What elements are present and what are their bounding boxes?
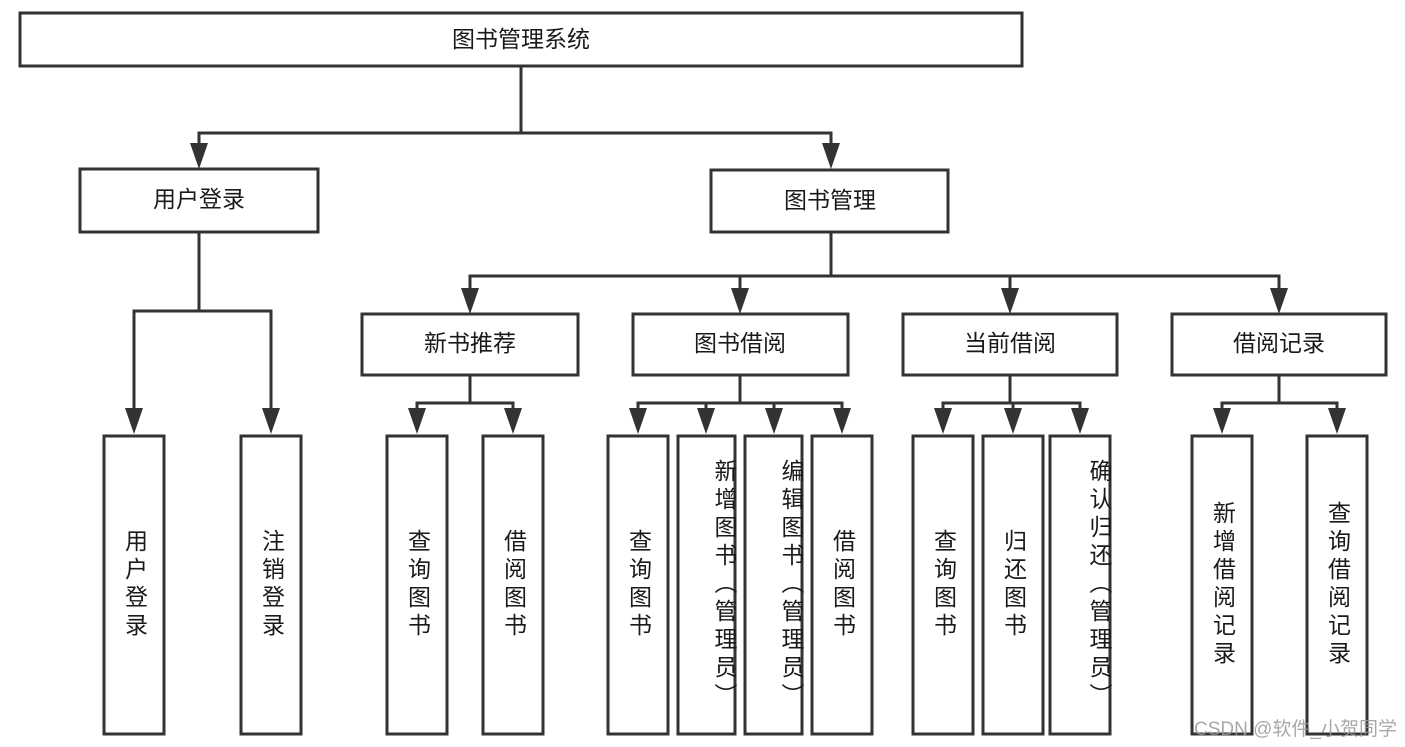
arrow-head-new-book-rec [461, 288, 479, 314]
label-book-manage: 图书管理 [784, 187, 876, 213]
arrow-head-leaf-query-book-2 [629, 408, 647, 434]
node-box-leaf-user-login[interactable] [102, 434, 166, 736]
arrow-head-leaf-borrow-book-2 [833, 408, 851, 434]
label-book-borrow: 图书借阅 [694, 330, 786, 356]
node-box-leaf-logout[interactable] [239, 434, 303, 736]
node-box-root[interactable] [18, 11, 1024, 68]
connectors-user-login-to-leaves [125, 230, 280, 434]
arrow-head-leaf-edit-book [765, 408, 783, 434]
arrow-head-user-login [190, 143, 208, 169]
node-box-leaf-borrow-book-1[interactable] [481, 434, 545, 736]
arrow-head-leaf-confirm-return [1071, 408, 1089, 434]
node-box-leaf-confirm-return[interactable] [1048, 434, 1112, 736]
arrow-head-book-borrow [731, 288, 749, 314]
connectors-borrow-record-to-leaves [1213, 373, 1346, 434]
arrow-head-leaf-query-book-3 [934, 408, 952, 434]
arrow-head-current-borrow [1001, 288, 1019, 314]
label-current-borrow: 当前借阅 [964, 330, 1056, 356]
watermark-text: CSDN @软件_小贺同学 [1194, 719, 1397, 740]
arrow-head-book-manage [822, 143, 840, 169]
node-box-leaf-query-book-2[interactable] [606, 434, 670, 736]
node-box-leaf-borrow-book-2[interactable] [810, 434, 874, 736]
arrow-head-leaf-add-book [697, 408, 715, 434]
connectors-new-book-rec-to-leaves [408, 373, 522, 434]
label-new-book-rec: 新书推荐 [424, 330, 516, 356]
connectors-book-manage-to-level3 [461, 230, 1288, 314]
label-user-login: 用户登录 [153, 186, 245, 212]
arrow-head-borrow-record [1270, 288, 1288, 314]
node-box-leaf-add-book[interactable] [676, 434, 737, 736]
arrow-head-leaf-query-record [1328, 408, 1346, 434]
node-labels-horizontal: 图书管理系统 用户登录 图书管理 新书推荐 图书借阅 当前借阅 借阅记录 [153, 26, 1325, 356]
arrow-head-leaf-return-book [1004, 408, 1022, 434]
connectors-current-borrow-to-leaves [934, 373, 1089, 434]
node-boxes [18, 11, 1388, 736]
label-borrow-record: 借阅记录 [1233, 330, 1325, 356]
arrow-head-leaf-query-book-1 [408, 408, 426, 434]
node-box-leaf-edit-book[interactable] [743, 434, 804, 736]
arrow-head-leaf-logout [262, 408, 280, 434]
node-box-current-borrow[interactable] [901, 312, 1119, 377]
node-box-user-login[interactable] [78, 167, 320, 234]
node-box-leaf-add-record[interactable] [1190, 434, 1254, 736]
node-box-leaf-query-book-3[interactable] [911, 434, 975, 736]
node-box-new-book-rec[interactable] [360, 312, 580, 377]
connectors-book-borrow-to-leaves [629, 373, 851, 434]
arrow-head-leaf-add-record [1213, 408, 1231, 434]
node-box-book-manage[interactable] [709, 168, 950, 234]
arrow-head-leaf-user-login [125, 408, 143, 434]
node-box-leaf-return-book[interactable] [981, 434, 1045, 736]
label-root: 图书管理系统 [452, 26, 590, 52]
node-box-borrow-record[interactable] [1170, 312, 1388, 377]
node-box-leaf-query-record[interactable] [1305, 434, 1369, 736]
connectors-root-to-level2 [190, 64, 840, 169]
arrow-head-leaf-borrow-book-1 [504, 408, 522, 434]
node-box-book-borrow[interactable] [631, 312, 850, 377]
node-box-leaf-query-book-1[interactable] [385, 434, 449, 736]
